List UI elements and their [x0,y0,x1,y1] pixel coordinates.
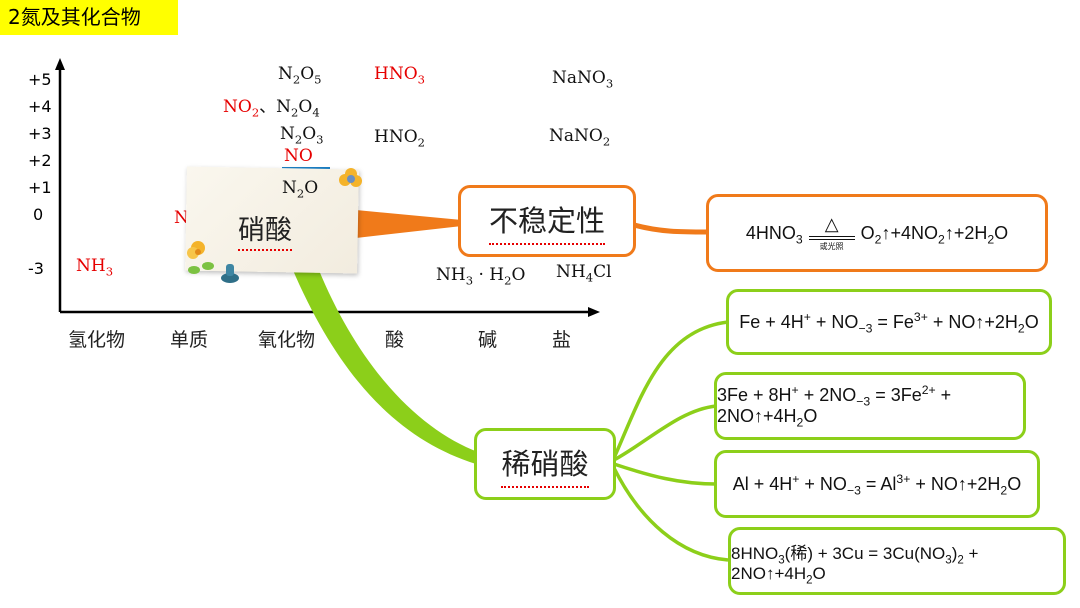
equation-1: Fe + 4H+ + NO−3 = Fe3+ + NO↑+2H2O [739,309,1039,336]
flower-leaf-icon [187,241,214,274]
x-cat-acid: 酸 [385,329,405,351]
compound-n2o3: N2O3 [280,124,324,147]
equation-3: Al + 4H+ + NO−3 = Al3+ + NO↑+2H2O [732,471,1022,498]
pin-icon [221,264,239,283]
compound-no2: NO2 [223,97,260,120]
decomposition-box: 4HNO3 △ 或光照 O2↑+4NO2↑+2H2O [706,194,1048,272]
equation-4: 8HNO3(稀) + 3Cu = 3Cu(NO3)2 + 2NO↑+4H2O [731,543,979,586]
green-connector-1 [612,320,729,459]
compound-nh3: NH3 [76,256,114,279]
heat-symbol: △ [824,213,839,234]
y-tick-p3: +3 [28,124,52,143]
condition: △ 或光照 [808,213,855,252]
compound-hno3: HNO3 [374,64,425,87]
y-tick-p5: +5 [28,70,52,89]
y-tick-0: 0 [33,205,44,224]
y-tick-m3: -3 [28,259,44,278]
compound-nh3-h2o: NH3 · H2O [436,265,526,288]
decomposition-equation: 4HNO3 △ 或光照 O2↑+4NO2↑+2H2O [745,213,1009,252]
x-cat-element: 单质 [170,329,209,351]
flower-icon [339,168,362,187]
y-tick-p1: +1 [28,178,52,197]
green-connector-3 [613,462,717,486]
compound-nano2: NaNO2 [549,126,611,149]
equation-2: 3Fe + 8H+ + 2NO−3 = 3Fe2+ + 2NO↑+4H2O [717,383,952,430]
x-cat-hydride: 氢化物 [68,329,126,351]
compound-nano3: NaNO3 [552,68,614,91]
center-node-label: 硝酸 [238,208,292,251]
dilute-node-label: 稀硝酸 [501,441,589,488]
page-title: 2氮及其化合物 [0,0,178,35]
unstable-node-label: 不稳定性 [488,198,605,245]
compound-n2o: N2O [282,178,319,201]
green-connector-2 [613,404,717,462]
x-cat-base: 碱 [478,329,498,351]
x-cat-oxide: 氧化物 [258,329,316,351]
x-cat-salt: 盐 [552,329,572,351]
y-axis-arrow [55,58,65,70]
green-branch [292,268,478,464]
x-axis-arrow [588,307,600,317]
unstable-node: 不稳定性 [458,185,636,257]
compound-no2-n2o4: NO2、N2O4 [223,97,320,120]
compound-nh4cl: NH4Cl [556,262,612,285]
compound-hno2: HNO2 [374,127,425,150]
orange-branch [356,210,462,238]
dilute-node: 稀硝酸 [474,428,616,500]
compound-n2o5: N2O5 [278,64,322,87]
equation-box-4: 8HNO3(稀) + 3Cu = 3Cu(NO3)2 + 2NO↑+4H2O [728,527,1066,595]
orange-connector [633,222,709,235]
green-connector-4 [612,467,729,562]
compound-n2o4: N2O4 [276,97,320,120]
equation-box-3: Al + 4H+ + NO−3 = Al3+ + NO↑+2H2O [714,450,1040,518]
equation-box-2: 3Fe + 8H+ + 2NO−3 = 3Fe2+ + 2NO↑+4H2O [714,372,1026,440]
equation-box-1: Fe + 4H+ + NO−3 = Fe3+ + NO↑+2H2O [726,289,1052,355]
compound-no: NO [284,146,313,166]
y-tick-p2: +2 [28,151,52,170]
y-tick-p4: +4 [28,97,52,116]
